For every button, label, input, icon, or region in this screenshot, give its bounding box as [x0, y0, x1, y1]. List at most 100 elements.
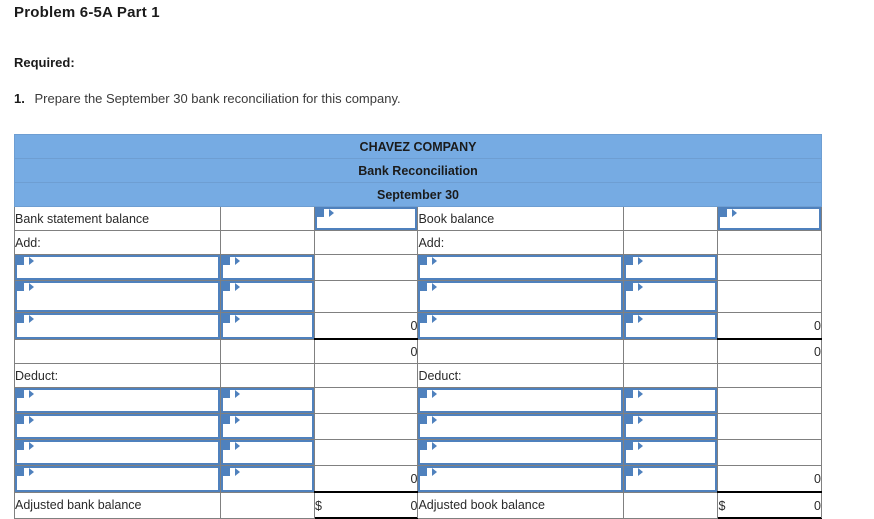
- cell-marker-icon: [222, 257, 240, 265]
- cell-marker-icon: [17, 416, 34, 424]
- table-row-deduct-item: [14, 439, 822, 466]
- cell-marker-icon: [626, 315, 644, 323]
- table-header-date: September 30: [14, 182, 822, 207]
- cell-marker-icon: [626, 442, 644, 450]
- book-deduct-spacer-2: [717, 363, 822, 388]
- bank-deduct-label: Deduct:: [14, 363, 221, 388]
- bank-add-amount-input-1[interactable]: [219, 254, 316, 281]
- bank-deduct-amount-input-3[interactable]: [219, 439, 316, 466]
- bank-deduct-desc-input-2[interactable]: [14, 413, 221, 440]
- bank-adjusted-label: Adjusted bank balance: [14, 491, 221, 519]
- book-add-label: Add:: [417, 230, 625, 255]
- bank-running-total: 0: [313, 338, 419, 364]
- bank-add-desc-input-2[interactable]: [14, 280, 221, 313]
- cell-marker-icon: [17, 257, 34, 265]
- cell-marker-icon: [420, 257, 438, 265]
- cell-marker-icon: [420, 283, 438, 291]
- book-add-total-spacer-1: [717, 254, 822, 281]
- bank-running-spacer-1: [14, 338, 221, 364]
- bank-add-spacer-1: [219, 230, 316, 255]
- bank-add-desc-input-1[interactable]: [14, 254, 221, 281]
- cell-marker-icon: [420, 390, 438, 398]
- table-row-deduct-subtotal: 0 0: [14, 465, 822, 493]
- bank-deduct-amount-input-1[interactable]: [219, 387, 316, 414]
- bank-add-amount-input-3[interactable]: [219, 312, 316, 340]
- required-label: Required:: [14, 55, 75, 70]
- book-balance-spacer: [623, 206, 719, 231]
- book-add-amount-input-3[interactable]: [623, 312, 719, 340]
- bank-add-amount-input-2[interactable]: [219, 280, 316, 313]
- table-row-deduct-item: [14, 413, 822, 440]
- book-adjusted-spacer: [623, 491, 719, 519]
- book-deduct-amount-input-1[interactable]: [623, 387, 719, 414]
- book-add-desc-input-1[interactable]: [417, 254, 625, 281]
- company-name-cell: CHAVEZ COMPANY: [14, 134, 822, 159]
- instruction-text: Prepare the September 30 bank reconcilia…: [34, 91, 401, 106]
- book-deduct-subtotal: 0: [717, 465, 822, 493]
- book-add-amount-input-2[interactable]: [623, 280, 719, 313]
- book-add-desc-input-2[interactable]: [417, 280, 625, 313]
- bank-deduct-total-spacer-3: [313, 439, 419, 466]
- table-row-add-subtotal: 0 0: [14, 312, 822, 340]
- book-add-desc-input-3[interactable]: [417, 312, 625, 340]
- book-deduct-spacer-1: [623, 363, 719, 388]
- book-add-subtotal: 0: [717, 312, 822, 340]
- bank-deduct-desc-input-4[interactable]: [14, 465, 221, 493]
- statement-date-cell: September 30: [14, 182, 822, 207]
- cell-marker-icon: [720, 209, 738, 217]
- bank-balance-spacer: [219, 206, 316, 231]
- table-row-add-item: [14, 280, 822, 313]
- book-deduct-desc-input-4[interactable]: [417, 465, 625, 493]
- table-row-add-item: [14, 254, 822, 281]
- bank-balance-label: Bank statement balance: [14, 206, 221, 231]
- bank-add-total-spacer-1: [313, 254, 419, 281]
- book-deduct-amount-input-4[interactable]: [623, 465, 719, 493]
- cell-marker-icon: [420, 416, 438, 424]
- bank-deduct-amount-input-2[interactable]: [219, 413, 316, 440]
- table-row-deduct-header: Deduct: Deduct:: [14, 363, 822, 388]
- book-deduct-amount-input-2[interactable]: [623, 413, 719, 440]
- table-row-add-header: Add: Add:: [14, 230, 822, 255]
- bank-deduct-desc-input-3[interactable]: [14, 439, 221, 466]
- bank-reconciliation-table: CHAVEZ COMPANY Bank Reconciliation Septe…: [14, 134, 822, 519]
- book-adjusted-value: 0: [814, 498, 821, 513]
- book-deduct-amount-input-3[interactable]: [623, 439, 719, 466]
- bank-add-subtotal: 0: [313, 312, 419, 340]
- table-row-running-total: 0 0: [14, 338, 822, 364]
- book-deduct-total-spacer-1: [717, 387, 822, 414]
- book-running-spacer-2: [623, 338, 719, 364]
- book-deduct-desc-input-1[interactable]: [417, 387, 625, 414]
- book-deduct-desc-input-2[interactable]: [417, 413, 625, 440]
- book-balance-input[interactable]: [717, 206, 822, 231]
- cell-marker-icon: [626, 390, 644, 398]
- bank-add-label: Add:: [14, 230, 221, 255]
- bank-deduct-spacer-1: [219, 363, 316, 388]
- instruction-number: 1.: [14, 91, 25, 106]
- bank-running-spacer-2: [219, 338, 316, 364]
- bank-balance-input[interactable]: [313, 206, 419, 231]
- cell-marker-icon: [420, 468, 438, 476]
- book-deduct-desc-input-3[interactable]: [417, 439, 625, 466]
- cell-marker-icon: [420, 315, 438, 323]
- bank-deduct-spacer-2: [313, 363, 419, 388]
- bank-add-spacer-2: [313, 230, 419, 255]
- book-add-amount-input-1[interactable]: [623, 254, 719, 281]
- table-header-company: CHAVEZ COMPANY: [14, 134, 822, 159]
- table-row-balance: Bank statement balance Book balance: [14, 206, 822, 231]
- cell-marker-icon: [17, 390, 34, 398]
- bank-adjusted-value: 0: [410, 498, 418, 513]
- cell-marker-icon: [17, 283, 34, 291]
- book-add-spacer-1: [623, 230, 719, 255]
- bank-add-desc-input-3[interactable]: [14, 312, 221, 340]
- cell-marker-icon: [626, 257, 644, 265]
- bank-deduct-total-spacer-1: [313, 387, 419, 414]
- cell-marker-icon: [222, 390, 240, 398]
- bank-add-total-spacer-2: [313, 280, 419, 313]
- bank-deduct-desc-input-1[interactable]: [14, 387, 221, 414]
- cell-marker-icon: [222, 468, 240, 476]
- book-add-spacer-2: [717, 230, 822, 255]
- cell-marker-icon: [222, 283, 240, 291]
- bank-deduct-amount-input-4[interactable]: [219, 465, 316, 493]
- cell-marker-icon: [420, 442, 438, 450]
